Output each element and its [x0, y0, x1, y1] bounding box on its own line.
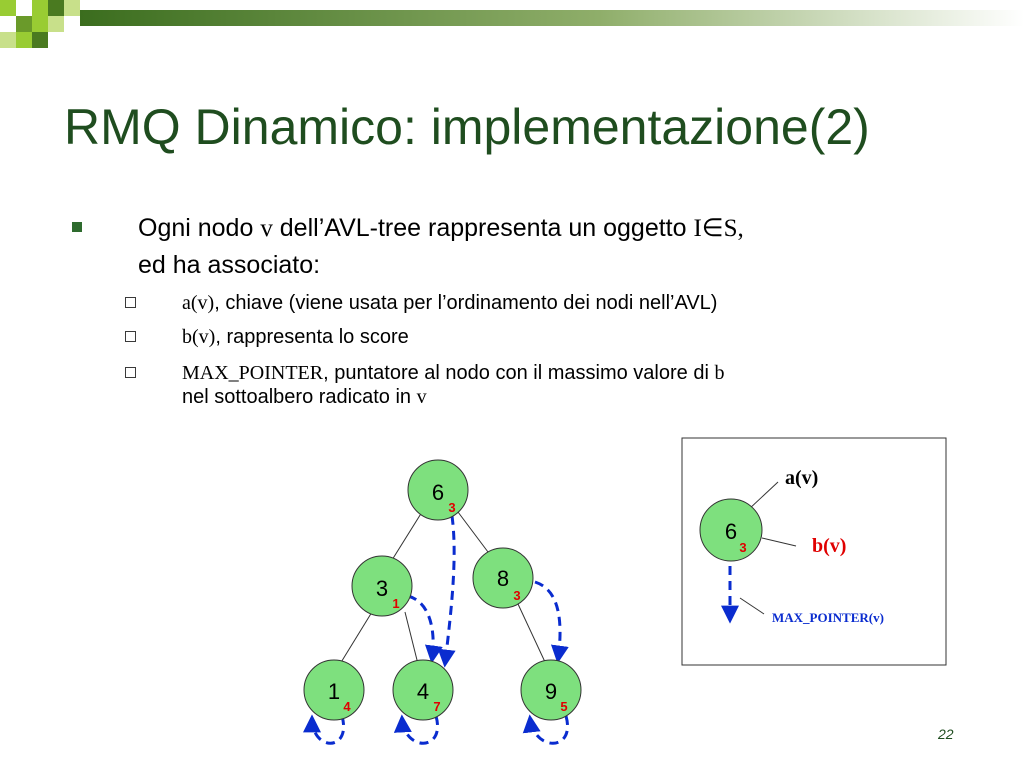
sub-bullet-var-v: v — [416, 386, 427, 408]
bullet-line-2: ed ha associato: — [138, 251, 321, 279]
pointer-1-self — [303, 714, 346, 745]
tree-node-9: 9 5 — [520, 659, 582, 721]
legend-line-b — [761, 537, 797, 547]
tree-node-3: 3 1 — [351, 555, 413, 617]
node-score: 7 — [433, 699, 440, 714]
sub-bullet-code: a(v) — [182, 292, 215, 314]
sub-bullet-code: b(v) — [182, 326, 216, 348]
legend-box: 6 3 a(v) b(v) MAX_POINTER(v) — [681, 437, 947, 666]
legend-node-score: 3 — [739, 540, 746, 555]
edge-8-9 — [517, 603, 546, 663]
sub-bullet-b: b(v), rappresenta lo score — [182, 325, 409, 349]
sub-bullet-box-icon — [125, 331, 136, 342]
legend-line-max — [739, 597, 765, 615]
page-number: 22 — [938, 726, 954, 742]
sub-bullet-text: , puntatore al nodo con il massimo valor… — [323, 362, 715, 384]
bullet-text-2: dell’AVL-tree rappresenta un oggetto — [272, 214, 694, 242]
node-key: 1 — [328, 679, 340, 704]
pointer-3-to-4 — [407, 594, 443, 664]
sub-bullet-box-icon — [125, 367, 136, 378]
node-score: 3 — [448, 500, 455, 515]
sub-bullet-a: a(v), chiave (viene usata per l’ordiname… — [182, 291, 717, 315]
sub-bullet-code: MAX_POINTER — [182, 362, 324, 384]
sub-bullet-max-pointer: MAX_POINTER, puntatore al nodo con il ma… — [182, 361, 724, 409]
main-bullet: Ogni nodo v dell’AVL-tree rappresenta un… — [138, 210, 988, 283]
edge-3-4 — [404, 611, 419, 665]
node-key: 9 — [545, 679, 557, 704]
legend-label-b: b(v) — [812, 535, 846, 557]
node-score: 5 — [560, 699, 567, 714]
node-key: 6 — [432, 480, 444, 505]
legend-label-a: a(v) — [785, 467, 818, 489]
sub-bullet-line-2: nel sottoalbero radicato in — [182, 386, 417, 408]
legend-node — [699, 498, 763, 562]
sub-bullet-box-icon — [125, 297, 136, 308]
sub-bullet-text: , chiave (viene usata per l’ordinamento … — [214, 292, 718, 314]
sub-bullet-text: , rappresenta lo score — [215, 326, 409, 348]
bullet-square-icon — [72, 222, 82, 232]
tree-node-6: 6 3 — [407, 459, 469, 521]
edge-6-3 — [391, 511, 423, 561]
tree-node-1: 1 4 — [303, 659, 365, 721]
edge-6-8 — [457, 511, 489, 553]
tree-node-8: 8 3 — [472, 547, 534, 609]
pointer-9-self — [522, 714, 569, 745]
node-key: 8 — [497, 566, 509, 591]
max-pointer-arrows — [303, 515, 569, 745]
legend-node-key: 6 — [725, 519, 737, 544]
node-score: 3 — [513, 588, 520, 603]
node-score: 1 — [392, 596, 399, 611]
edge-3-1 — [339, 611, 373, 665]
tree-edges — [339, 511, 546, 665]
bullet-text-1: Ogni nodo — [138, 214, 261, 242]
pointer-4-self — [393, 714, 440, 745]
pointer-8-to-9 — [534, 580, 569, 664]
node-key: 4 — [417, 679, 429, 704]
top-decoration-bar — [0, 0, 1024, 48]
bullet-var-v: v — [260, 215, 273, 242]
bullet-set-expr: I∈S — [693, 215, 738, 242]
legend-line-a — [747, 481, 779, 511]
tree-node-4: 4 7 — [392, 659, 454, 721]
pointer-6-to-4 — [437, 515, 456, 668]
legend-label-max-pointer: MAX_POINTER(v) — [772, 610, 884, 625]
sub-bullet-var-b: b — [714, 362, 725, 384]
node-key: 3 — [376, 576, 388, 601]
bullet-comma: , — [737, 215, 744, 242]
slide-title: RMQ Dinamico: implementazione(2) — [64, 99, 870, 155]
node-score: 4 — [343, 699, 351, 714]
